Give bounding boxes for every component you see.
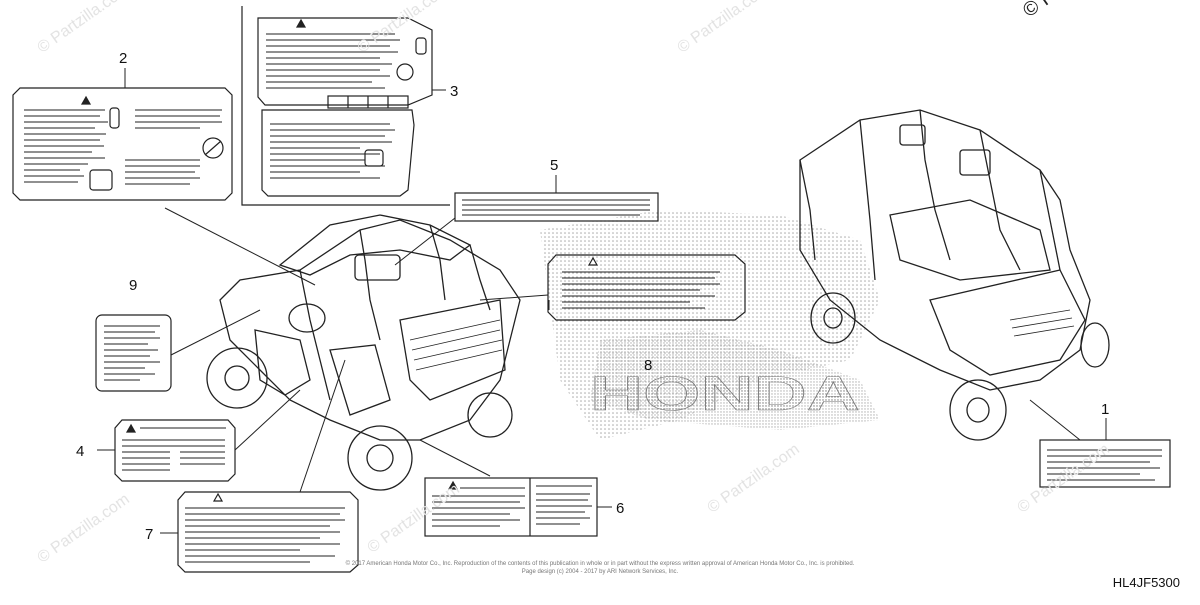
label-4	[114, 419, 236, 482]
honda-brand-text: HONDA	[590, 368, 860, 421]
dot-texture	[540, 210, 880, 440]
leader-lines	[97, 68, 1107, 534]
callout-3: 3	[450, 83, 458, 100]
diagram-code: HL4JF5300	[1112, 575, 1180, 590]
callout-7: 7	[145, 526, 153, 543]
copyright-line-1: © 2017 American Honda Motor Co., Inc. Re…	[345, 561, 855, 567]
vehicle-right	[799, 109, 1110, 441]
callout-5: 5	[550, 157, 558, 174]
callout-8: 8	[644, 357, 652, 374]
label-7	[177, 491, 359, 573]
copyright-line-2: Page design (c) 2004 - 2017 by ARI Netwo…	[521, 569, 679, 575]
label-8	[547, 254, 746, 321]
callout-1: 1	[1101, 401, 1109, 418]
label-2	[12, 87, 233, 201]
vehicle-left	[206, 214, 521, 491]
label-9	[95, 314, 172, 392]
label-1	[1039, 439, 1171, 488]
callouts: 1 2 3 4 5 6 7 8 9	[76, 50, 1109, 543]
callout-4: 4	[76, 443, 84, 460]
label-3-inset	[241, 6, 450, 206]
label-6	[424, 477, 598, 537]
callout-2: 2	[119, 50, 127, 67]
callout-9: 9	[129, 277, 137, 294]
callout-6: 6	[616, 500, 624, 517]
